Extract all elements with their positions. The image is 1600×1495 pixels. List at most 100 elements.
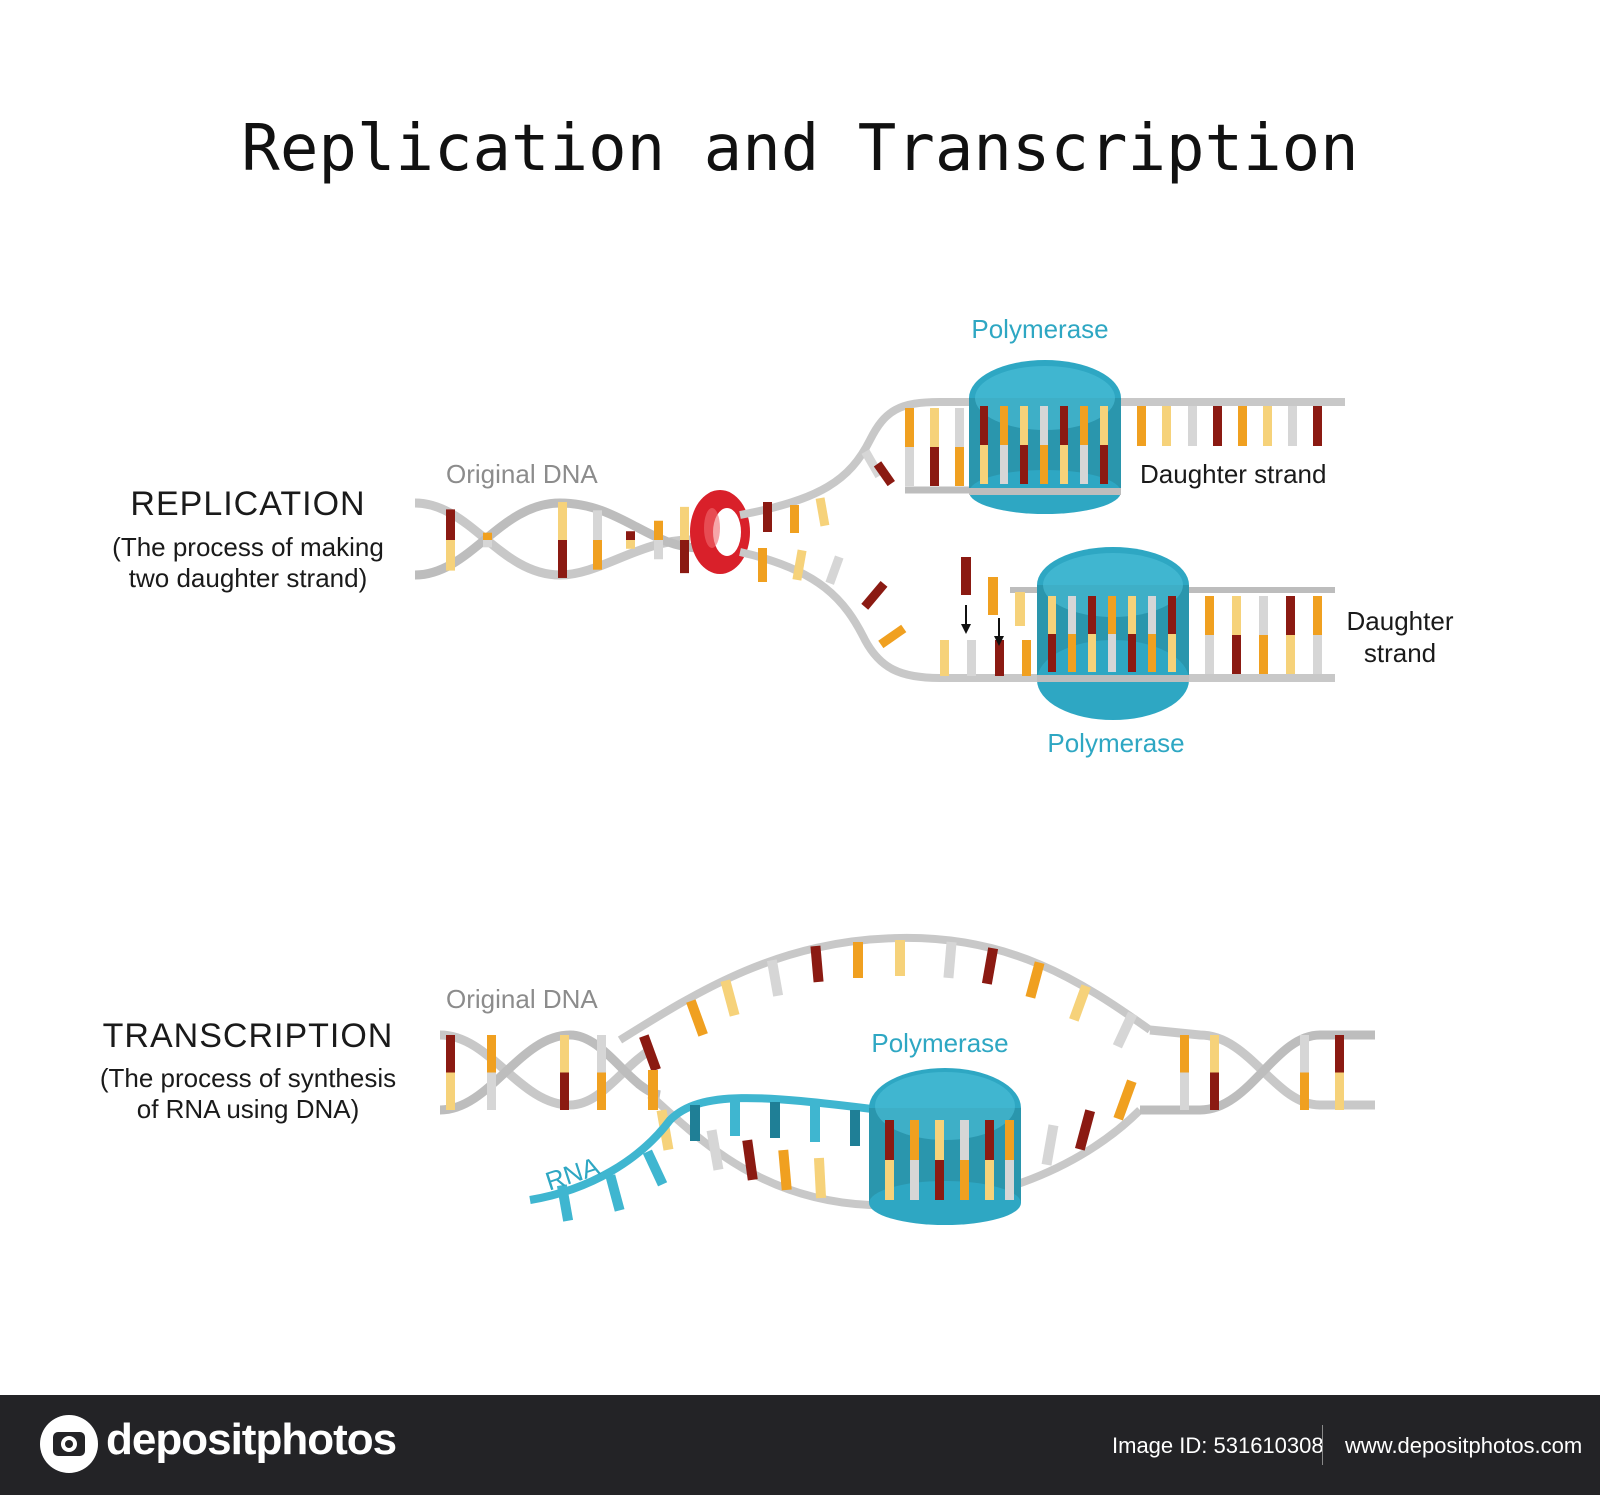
base-bar	[626, 531, 635, 540]
base-bar	[686, 999, 708, 1037]
base-bar	[1168, 596, 1176, 634]
page-title: Replication and Transcription	[241, 112, 1358, 186]
base-bar	[483, 532, 492, 540]
base-bar	[1205, 596, 1214, 635]
fork-free-bases	[758, 449, 907, 649]
base-bar	[1060, 445, 1068, 484]
base-bar	[680, 540, 689, 574]
base-bar	[861, 580, 888, 610]
base-bar	[642, 1149, 668, 1187]
base-bar	[1100, 445, 1108, 484]
base-bar	[758, 548, 767, 582]
base-bar	[593, 540, 602, 570]
polymerase-transcription-label: Polymerase	[871, 1028, 1008, 1058]
base-bar	[1040, 406, 1048, 445]
footer-url[interactable]: www.depositphotos.com	[1345, 1433, 1583, 1458]
base-bar	[556, 1184, 574, 1222]
base-bar	[813, 1157, 827, 1199]
base-bar	[742, 1139, 758, 1181]
base-bar	[1210, 1072, 1219, 1110]
base-bar	[560, 1072, 569, 1110]
base-bar	[1005, 1120, 1014, 1160]
base-bar	[981, 947, 999, 985]
polymerase-top	[969, 360, 1121, 514]
base-bar	[680, 506, 689, 540]
base-bar	[810, 945, 824, 983]
base-bar	[593, 510, 602, 540]
base-bar	[1080, 445, 1088, 484]
base-bar	[995, 640, 1004, 676]
base-bar	[1025, 961, 1045, 999]
base-bar	[1112, 1011, 1138, 1049]
base-bar	[1113, 1079, 1137, 1121]
daughter-strand-bottom-label-line2: strand	[1364, 638, 1436, 668]
base-bar	[446, 1072, 455, 1110]
helicase-ring	[690, 490, 750, 574]
base-bar	[1048, 634, 1056, 672]
tx-base-pairs	[446, 940, 1344, 1199]
base-bar	[905, 408, 914, 447]
helix-base-pairs	[446, 502, 689, 578]
footer-brand: depositphotos	[106, 1415, 397, 1464]
daughter-strand-top-label: Daughter strand	[1140, 459, 1326, 489]
base-bar	[1286, 635, 1295, 674]
base-bar	[1020, 406, 1028, 445]
base-bar	[1022, 640, 1031, 676]
base-bar	[487, 1035, 496, 1073]
transcription-section: TRANSCRIPTION (The process of synthesis …	[100, 933, 1375, 1225]
replication-section: REPLICATION (The process of making two d…	[112, 314, 1454, 758]
base-bar	[1060, 406, 1068, 445]
base-bar	[1128, 634, 1136, 672]
base-bar	[1313, 406, 1322, 446]
base-bar	[654, 520, 663, 540]
base-bar	[935, 1120, 944, 1160]
base-bar	[1213, 406, 1222, 446]
polymerase-bottom	[1037, 547, 1189, 720]
base-bar	[639, 1034, 661, 1072]
base-bar	[1080, 406, 1088, 445]
base-bar	[1232, 635, 1241, 674]
daughter-strand-bottom-label-line1: Daughter	[1347, 606, 1454, 636]
base-bar	[935, 1160, 944, 1200]
base-bar	[706, 1129, 724, 1171]
base-bar	[960, 1120, 969, 1160]
base-bar	[560, 1035, 569, 1073]
base-bar	[910, 1120, 919, 1160]
base-bar	[1108, 634, 1116, 672]
replication-original-dna-label: Original DNA	[446, 459, 598, 489]
base-bar	[654, 540, 663, 560]
base-bar	[487, 1072, 496, 1110]
base-bar	[1048, 596, 1056, 634]
base-bar	[810, 1106, 820, 1142]
base-bar	[766, 959, 784, 997]
base-bar	[1300, 1035, 1309, 1073]
base-bar	[446, 540, 455, 571]
base-bar	[605, 1174, 625, 1212]
base-bar	[770, 1102, 780, 1138]
base-bar	[1263, 406, 1272, 446]
base-bar	[446, 509, 455, 540]
polymerase-bottom-label: Polymerase	[1047, 728, 1184, 758]
base-bar	[558, 540, 567, 578]
base-bar	[1068, 634, 1076, 672]
base-bar	[1041, 1124, 1059, 1166]
base-bar	[885, 1120, 894, 1160]
base-bar	[483, 540, 492, 548]
base-bar	[1180, 1035, 1189, 1073]
base-bar	[985, 1120, 994, 1160]
base-bar	[955, 447, 964, 486]
base-bar	[1088, 596, 1096, 634]
footer-bar: depositphotos Image ID: 531610308 www.de…	[0, 1395, 1600, 1495]
base-bar	[930, 408, 939, 447]
base-bar	[1000, 445, 1008, 484]
polymerase-top-label: Polymerase	[971, 314, 1108, 344]
base-bar	[1005, 1160, 1014, 1200]
base-bar	[1040, 445, 1048, 484]
rna-strand	[529, 1094, 881, 1204]
base-bar	[905, 447, 914, 486]
base-bar	[853, 942, 863, 978]
base-bar	[1205, 635, 1214, 674]
base-bar	[1128, 596, 1136, 634]
base-bar	[597, 1035, 606, 1073]
bottom-strand-base-pairs	[940, 596, 1322, 676]
